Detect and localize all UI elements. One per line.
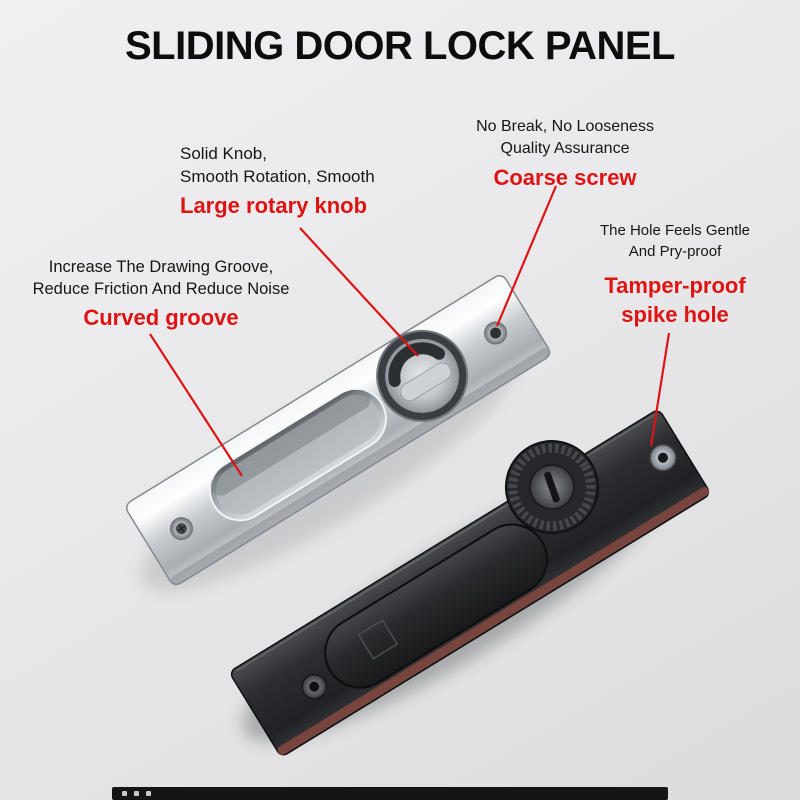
callout-rotary-knob-desc-2: Smooth Rotation, Smooth [180,167,375,186]
callout-curved-groove-desc-1: Increase The Drawing Groove, [48,258,274,276]
bottom-strip-mark [134,791,139,796]
callout-curved-groove-label: Curved groove [83,305,239,330]
callout-spike-hole-label-1: Tamper-proof [604,273,746,298]
bottom-strip-mark [146,791,151,796]
lock-mechanism-box [324,523,548,689]
callout-spike-hole-desc-2: And Pry-proof [628,243,722,260]
callout-rotary-knob-label: Large rotary knob [180,193,368,218]
callout-spike-hole-label-2: spike hole [621,302,729,327]
page-title: SLIDING DOOR LOCK PANEL [125,24,675,68]
rotary-dial [504,440,599,535]
back-screw-post [301,673,327,700]
callout-coarse-screw: No Break, No Looseness Quality Assurance… [430,116,700,191]
callout-curved-groove-desc-2: Reduce Friction And Reduce Noise [32,280,290,298]
pointer-line-rotary-knob [299,227,419,357]
callout-lines [149,185,671,477]
callout-rotary-knob-desc-1: Solid Knob, [180,144,267,163]
callout-rotary-knob: Solid Knob, Smooth Rotation, Smooth Larg… [180,142,375,219]
bottom-strip-mark [122,791,127,796]
front-screw [169,517,193,541]
callout-coarse-screw-label: Coarse screw [493,165,637,190]
callout-coarse-screw-desc-2: Quality Assurance [500,140,630,157]
callout-curved-groove: Increase The Drawing Groove, Reduce Fric… [8,256,314,331]
callout-spike-hole: The Hole Feels Gentle And Pry-proof Tamp… [566,220,784,329]
front-panel [126,275,551,586]
rotary-knob [376,329,469,422]
callout-spike-hole-desc-1: The Hole Feels Gentle [599,222,751,239]
bottom-strip [112,787,668,800]
back-panel-gasket [277,486,709,755]
front-screw-hole [484,321,508,345]
spike-hole-post [649,443,677,472]
pointer-line-spike-hole [649,332,671,447]
callout-coarse-screw-desc-1: No Break, No Looseness [476,118,654,135]
pointer-line-curved-groove [149,333,243,477]
back-panel [230,410,710,756]
curved-groove-recess [209,387,387,522]
pointer-line-coarse-screw [495,185,558,327]
